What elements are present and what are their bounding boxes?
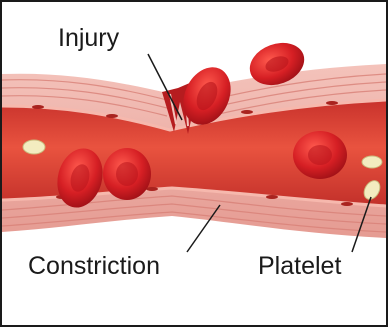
constriction-label: Constriction bbox=[28, 254, 160, 279]
blood-cell-left-2 bbox=[103, 148, 151, 200]
platelet-right-top bbox=[362, 156, 382, 168]
platelet-label: Platelet bbox=[258, 254, 341, 279]
platelet-left bbox=[23, 140, 45, 154]
blood-cell-right bbox=[293, 131, 347, 179]
injury-label: Injury bbox=[58, 26, 119, 51]
